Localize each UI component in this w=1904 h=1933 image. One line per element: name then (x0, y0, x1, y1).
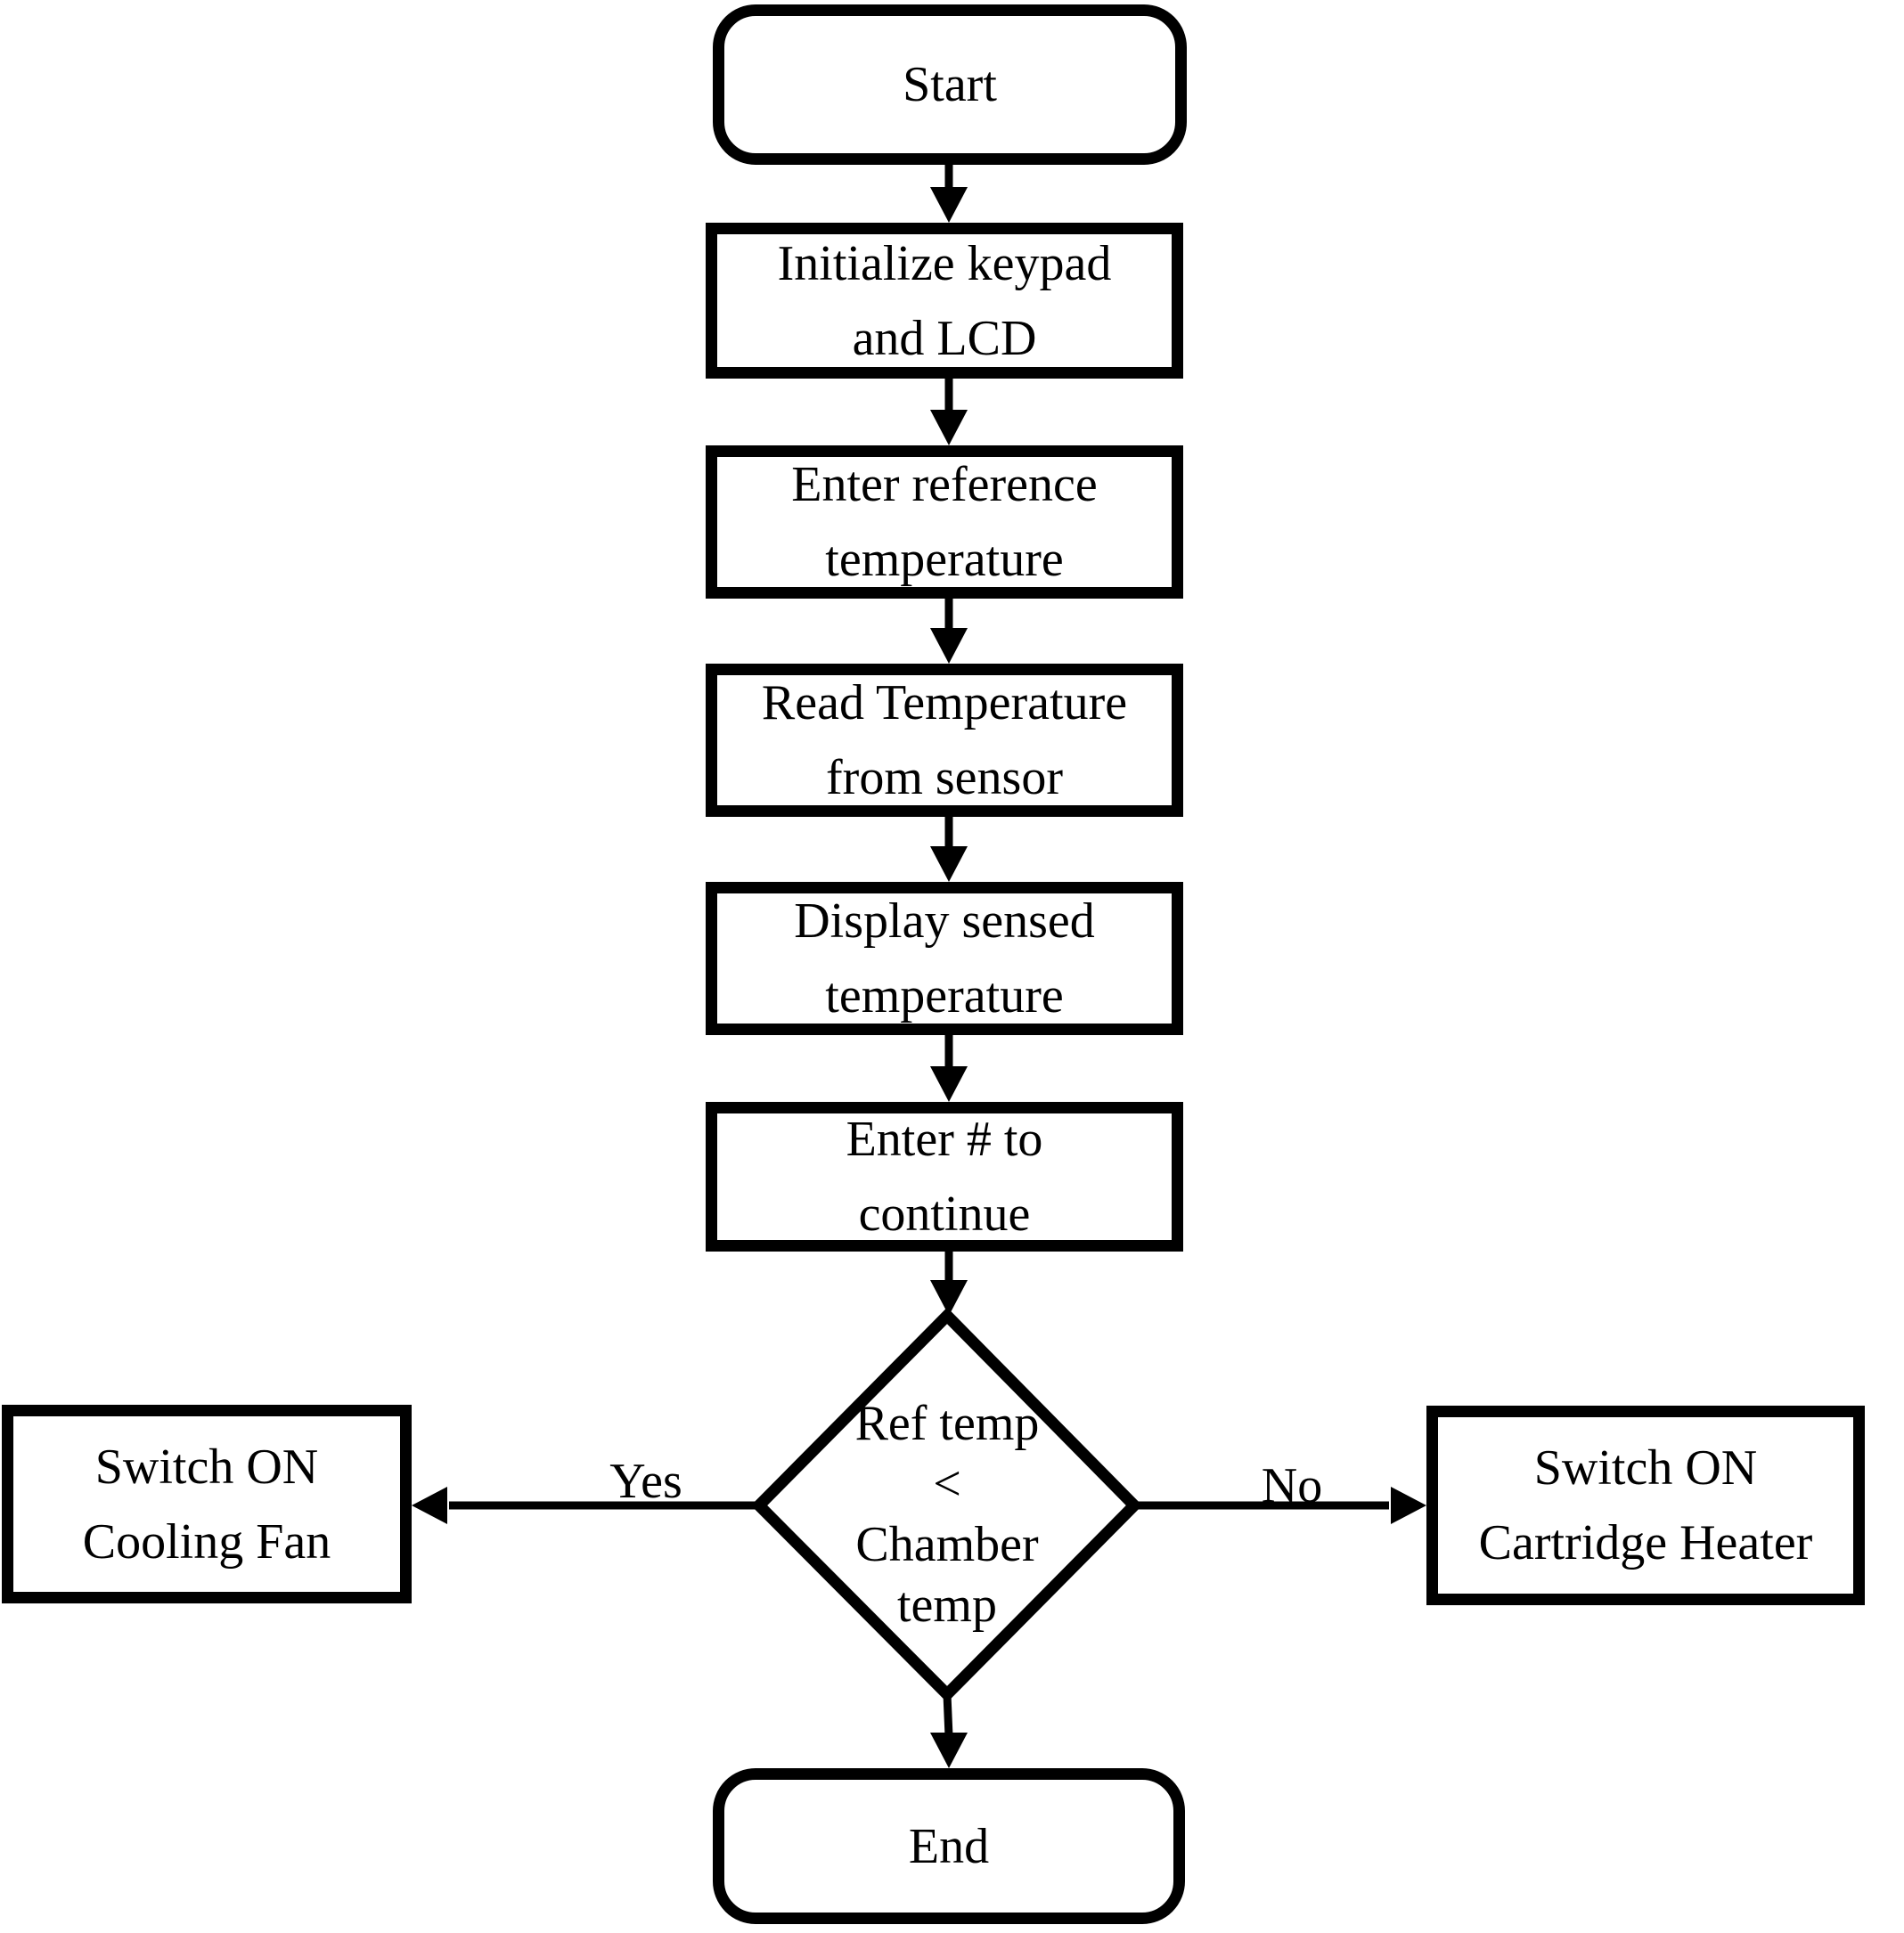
node-enter-hash-line2: continue (858, 1187, 1031, 1242)
node-start: Start (713, 4, 1187, 165)
decision-diamond-shape (750, 1307, 1143, 1703)
decision-line3: Chamber (855, 1517, 1039, 1572)
node-display-line1: Display sensed (794, 893, 1095, 949)
arrow-enterhash-to-decision-head (930, 1280, 968, 1316)
arrow-readtemp-to-display-head (930, 846, 968, 882)
arrow-display-to-enterhash-head (930, 1066, 968, 1102)
node-start-label: Start (903, 57, 997, 112)
decision-line2: < (933, 1456, 961, 1512)
arrow-enterref-to-readtemp-head (930, 628, 968, 664)
node-read-temperature-from-sensor: Read Temperature from sensor (706, 664, 1183, 817)
node-display-sensed-temperature: Display sensed temperature (706, 882, 1183, 1035)
node-switch-on-cooling-fan: Switch ON Cooling Fan (2, 1405, 412, 1603)
node-switch-on-cartridge-heater: Switch ON Cartridge Heater (1426, 1406, 1865, 1605)
arrow-decision-to-heater-head (1391, 1487, 1426, 1524)
node-enter-hash-to-continue: Enter # to continue (706, 1102, 1183, 1252)
edge-label-yes: Yes (609, 1454, 682, 1509)
arrow-init-to-enterref-head (930, 410, 968, 445)
node-initialize-keypad-lcd: Initialize keypad and LCD (706, 223, 1183, 379)
decision-line4: temp (897, 1578, 997, 1633)
arrow-start-to-init-head (930, 187, 968, 223)
node-end: End (713, 1768, 1185, 1924)
node-read-temp-line2: from sensor (826, 750, 1063, 805)
node-display-line2: temperature (825, 968, 1064, 1024)
arrow-decision-to-cooling-head (412, 1487, 447, 1524)
node-read-temp-line1: Read Temperature (761, 675, 1128, 730)
node-decision-ref-vs-chamber-temp: Ref temp < Chamber temp (769, 1390, 1125, 1639)
node-heater-line2: Cartridge Heater (1478, 1515, 1813, 1570)
node-init-line2: and LCD (852, 310, 1037, 366)
node-enter-ref-line2: temperature (825, 532, 1064, 587)
arrow-decision-to-end-head (930, 1733, 968, 1768)
edge-label-no: No (1261, 1458, 1323, 1513)
node-init-line1: Initialize keypad (777, 235, 1112, 291)
node-cooling-line1: Switch ON (94, 1439, 319, 1495)
node-enter-hash-line1: Enter # to (846, 1112, 1043, 1167)
node-enter-ref-line1: Enter reference (791, 457, 1098, 512)
node-end-label: End (908, 1818, 990, 1874)
node-enter-reference-temperature: Enter reference temperature (706, 445, 1183, 599)
decision-line1: Ref temp (854, 1396, 1040, 1451)
node-cooling-line2: Cooling Fan (82, 1513, 331, 1570)
node-heater-line1: Switch ON (1533, 1440, 1758, 1496)
